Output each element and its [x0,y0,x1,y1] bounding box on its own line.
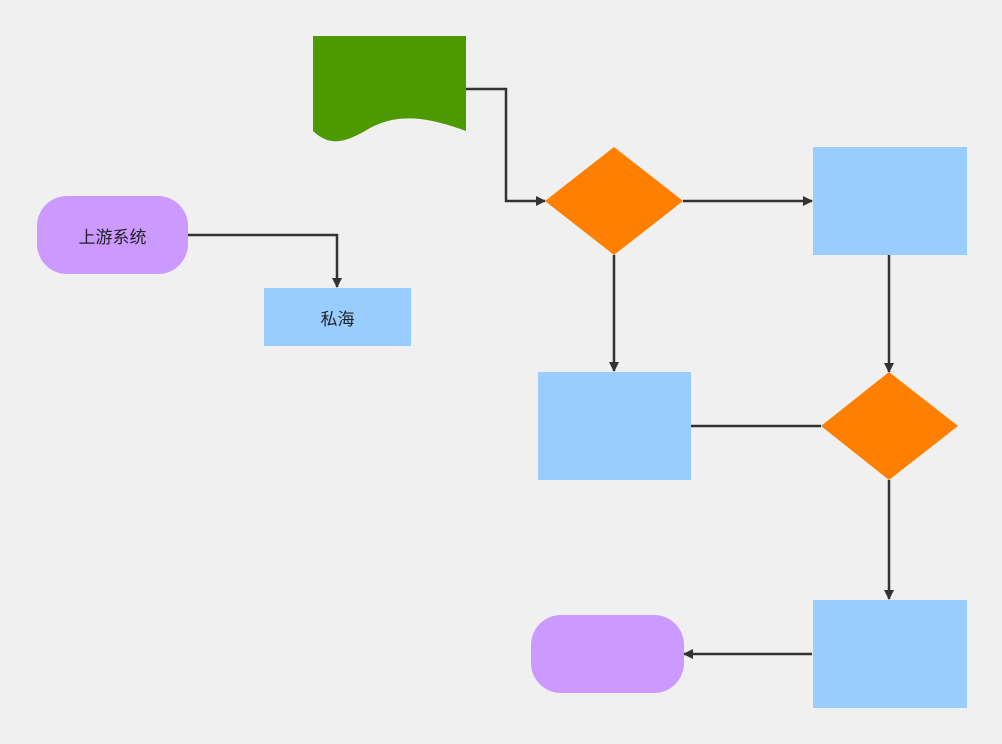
document-shape[interactable] [313,36,466,142]
decision-diamond-bottom[interactable] [821,372,958,480]
connectors [188,87,894,659]
process-box-top-right[interactable] [813,147,967,255]
connector-upstream-system-to-private-sea [188,233,342,288]
private-sea-box[interactable] [264,288,411,346]
process-box-middle[interactable] [538,372,691,480]
upstream-system-terminal[interactable] [37,196,188,274]
process-box-bottom-right[interactable] [813,600,967,708]
decision-diamond-top[interactable] [545,147,683,255]
connector-document-to-decision-top [466,87,546,206]
terminal-bottom[interactable] [531,615,684,693]
